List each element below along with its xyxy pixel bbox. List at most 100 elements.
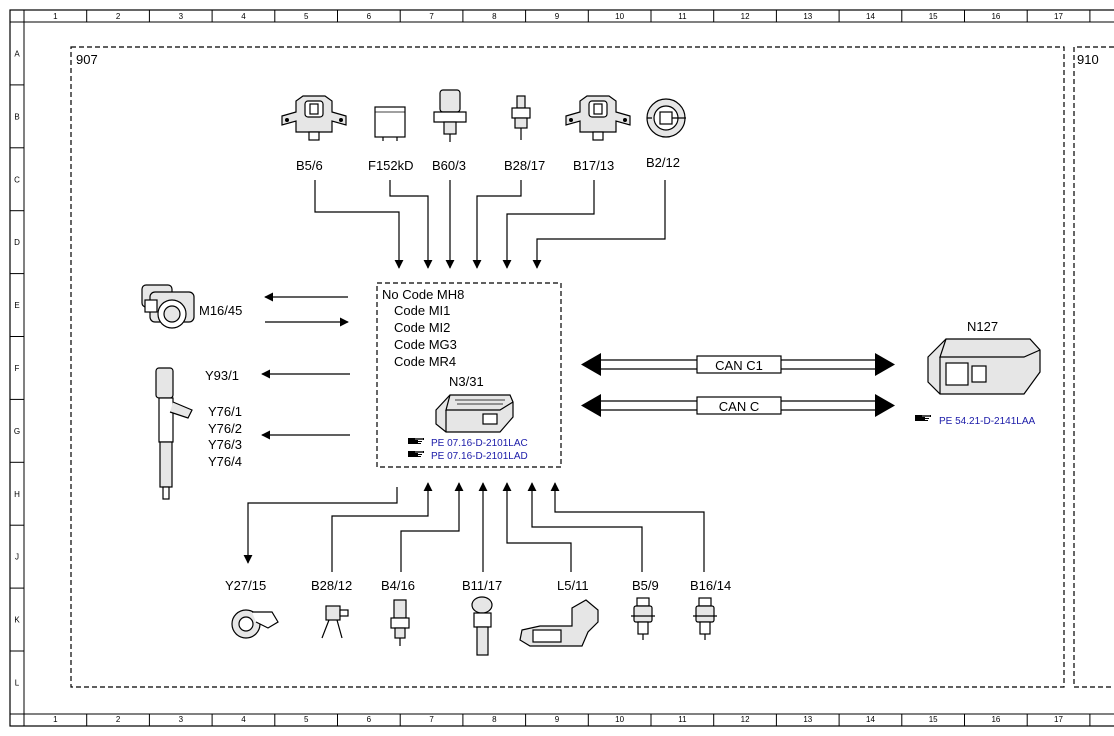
wire-b28-12 <box>331 482 433 572</box>
label-b5-9: B5/9 <box>632 578 659 593</box>
grid-col-top-11: 11 <box>678 12 687 21</box>
code-mh8: No Code MH8 <box>382 287 464 302</box>
label-n127: N127 <box>967 319 998 334</box>
grid-col-bottom-7: 7 <box>429 715 434 724</box>
grid-col-bottom-2: 2 <box>116 715 121 724</box>
grid-col-top-9: 9 <box>555 12 560 21</box>
pointing-hand-icon <box>407 437 425 445</box>
label-n3-31: N3/31 <box>449 374 484 389</box>
control-module-n127-icon <box>927 338 1041 395</box>
sensor-b28-12-icon <box>321 605 349 639</box>
code-mr4: Code MR4 <box>394 354 456 369</box>
grid-col-bottom-6: 6 <box>367 715 372 724</box>
wire-b28-17 <box>472 180 522 269</box>
can-c1-label: CAN C1 <box>715 358 763 373</box>
sensor-b2-12-icon <box>646 98 686 138</box>
grid-row-E: E <box>14 301 19 310</box>
wire-f152kd <box>389 180 433 269</box>
section-box-910 <box>1073 46 1114 688</box>
grid-col-bottom-4: 4 <box>241 715 246 724</box>
grid-row-K: K <box>14 616 20 625</box>
grid-col-top-6: 6 <box>367 12 372 21</box>
relay-f152kd-icon <box>374 106 406 141</box>
grid-col-top-14: 14 <box>866 12 875 21</box>
grid-row-F: F <box>15 364 20 373</box>
grid-col-bottom-3: 3 <box>179 715 184 724</box>
grid-col-bottom-17: 17 <box>1054 715 1063 724</box>
ref-link-2101lac[interactable]: PE 07.16-D-2101LAC <box>431 438 528 449</box>
grid-row-L: L <box>15 678 20 687</box>
grid-col-top-7: 7 <box>429 12 434 21</box>
ref-link-2101lad[interactable]: PE 07.16-D-2101LAD <box>431 451 528 462</box>
grid-col-top-15: 15 <box>929 12 938 21</box>
grid-col-bottom-10: 10 <box>615 715 624 724</box>
wire-b5-9 <box>527 482 643 572</box>
wire-b4-16 <box>400 482 464 572</box>
grid-col-top-13: 13 <box>803 12 812 21</box>
label-y76-1: Y76/1 <box>208 404 242 419</box>
valve-y27-15-icon <box>231 609 279 639</box>
wire-b16-14 <box>550 482 705 572</box>
pressure-sensor-b5-6-icon <box>281 95 347 141</box>
grid-col-top-12: 12 <box>741 12 750 21</box>
temperature-sensor-b28-17-icon <box>511 95 531 140</box>
wire-b2-12 <box>532 180 666 269</box>
grid-col-top-2: 2 <box>116 12 121 21</box>
can-c-label: CAN C <box>719 399 759 414</box>
label-b60-3: B60/3 <box>432 158 466 173</box>
wire-y27-15 <box>243 487 398 564</box>
label-y93-1: Y93/1 <box>205 368 239 383</box>
pointing-hand-icon <box>407 450 425 458</box>
grid-col-top-16: 16 <box>991 12 1000 21</box>
grid-col-bottom-13: 13 <box>803 715 812 724</box>
grid-col-top-17: 17 <box>1054 12 1063 21</box>
label-b11-17: B11/17 <box>462 578 502 593</box>
can-c-bus <box>581 394 895 417</box>
grid-col-bottom-5: 5 <box>304 715 309 724</box>
label-b17-13: B17/13 <box>573 158 614 173</box>
grid-row-G: G <box>14 427 20 436</box>
grid-col-bottom-15: 15 <box>929 715 938 724</box>
grid-row-C: C <box>14 175 20 184</box>
drawing-frame <box>9 9 1114 727</box>
wire-l5-11 <box>502 482 572 572</box>
label-y76-4: Y76/4 <box>208 454 242 469</box>
grid-col-top-1: 1 <box>53 12 58 21</box>
section-box-907 <box>70 46 1065 688</box>
ecu-icon <box>435 394 514 433</box>
grid-col-top-10: 10 <box>615 12 624 21</box>
label-b5-6: B5/6 <box>296 158 323 173</box>
grid-col-bottom-16: 16 <box>991 715 1000 724</box>
label-y76-3: Y76/3 <box>208 437 242 452</box>
grid-col-bottom-9: 9 <box>555 715 560 724</box>
control-unit-box <box>376 282 562 468</box>
grid-col-bottom-12: 12 <box>741 715 750 724</box>
label-f152kd: F152kD <box>368 158 414 173</box>
label-b4-16: B4/16 <box>381 578 415 593</box>
code-mi1: Code MI1 <box>394 303 450 318</box>
code-mg3: Code MG3 <box>394 337 457 352</box>
label-y76-2: Y76/2 <box>208 421 242 436</box>
wire-b5-6 <box>314 180 404 269</box>
code-mi2: Code MI2 <box>394 320 450 335</box>
label-b28-12: B28/12 <box>311 578 352 593</box>
label-m16-45: M16/45 <box>199 303 242 318</box>
grid-row-D: D <box>14 238 20 247</box>
section-label-910: 910 <box>1077 52 1099 67</box>
label-b28-17: B28/17 <box>504 158 545 173</box>
ref-link-2141laa[interactable]: PE 54.21-D-2141LAA <box>939 416 1036 427</box>
temperature-sensor-b4-16-icon <box>390 599 410 646</box>
injector-y76-icon <box>155 367 193 500</box>
label-l5-11: L5/11 <box>557 578 589 593</box>
label-y27-15: Y27/15 <box>225 578 266 593</box>
sensor-b11-17-icon <box>471 596 493 656</box>
grid-col-bottom-8: 8 <box>492 715 497 724</box>
throttle-actuator-m16-45-icon <box>141 284 195 329</box>
sensor-b60-3-icon <box>433 89 467 142</box>
sensor-l5-11-icon <box>519 599 599 647</box>
label-b16-14: B16/14 <box>690 578 731 593</box>
section-label-907: 907 <box>76 52 98 67</box>
